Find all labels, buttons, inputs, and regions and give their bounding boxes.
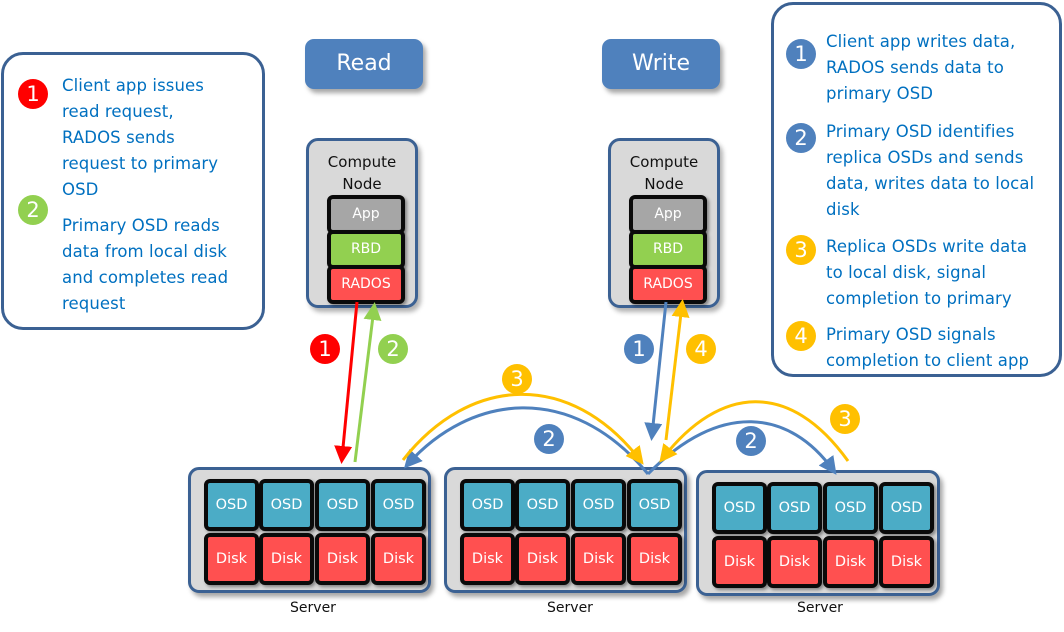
compute-node-write: Compute Node App RBD RADOS (608, 138, 720, 308)
disk: Disk (627, 533, 682, 585)
read-step-1-text: Client app issues read request, RADOS se… (62, 73, 218, 203)
osd: OSD (571, 479, 626, 531)
read-legend: 1 Client app issues read request, RADOS … (1, 52, 265, 330)
write-step-3-text: Replica OSDs write data to local disk, s… (826, 234, 1027, 312)
text-line: Client app writes data, (826, 32, 1016, 51)
write-legend: 1 Client app writes data, RADOS sends da… (771, 2, 1062, 377)
replicate-left-arrow (403, 406, 650, 475)
text-line: data from local disk (62, 242, 227, 261)
text-line: Node (342, 175, 382, 193)
disk: Disk (204, 533, 259, 585)
text-line: RADOS sends data to (826, 58, 1004, 77)
text-line: Primary OSD reads (62, 216, 220, 235)
disk: Disk (315, 533, 370, 585)
write-header: Write (602, 39, 720, 89)
text-line: read request, (62, 102, 174, 121)
rbd-layer: RBD (327, 230, 405, 269)
osd: OSD (315, 479, 370, 531)
text-line: data, writes data to local (826, 174, 1035, 193)
osd: OSD (259, 479, 314, 531)
text-line: OSD (62, 180, 99, 199)
text-line: RADOS sends (62, 128, 175, 147)
text-line: Compute (629, 153, 699, 171)
write-step-4-text: Primary OSD signals completion to client… (826, 322, 1029, 374)
replica-ack-left-arrow (401, 392, 644, 465)
text-line: Primary OSD signals (826, 325, 996, 344)
flow-badge-write-3-left: 3 (502, 364, 532, 394)
compute-node-title: Compute Node (611, 151, 717, 195)
text-line: completion to client app (826, 351, 1030, 370)
step-badge-write-2: 2 (786, 123, 816, 153)
osd: OSD (712, 482, 767, 534)
flow-badge-write-1: 1 (624, 334, 654, 364)
write-request-arrow (644, 301, 668, 441)
read-step-2-text: Primary OSD reads data from local disk a… (62, 213, 228, 317)
disk: Disk (767, 536, 822, 588)
compute-node-title: Compute Node (309, 151, 415, 195)
disk: Disk (712, 536, 767, 588)
text-line: completion to primary (826, 289, 1012, 308)
text-line: Compute (327, 153, 397, 171)
server-1: OSD OSD OSD OSD Disk Disk Disk Disk (188, 467, 431, 593)
step-badge-write-1: 1 (786, 39, 816, 69)
flow-badge-write-2-right: 2 (736, 426, 766, 456)
disk: Disk (571, 533, 626, 585)
text-line: replica OSDs and sends (826, 148, 1024, 167)
rados-layer: RADOS (327, 265, 405, 304)
step-badge-write-3: 3 (786, 235, 816, 265)
text-line: Primary OSD identifies (826, 122, 1015, 141)
flow-badge-write-2-left: 2 (534, 424, 564, 454)
osd: OSD (627, 479, 682, 531)
flow-badge-write-3-right: 3 (830, 404, 860, 434)
app-layer: App (629, 195, 707, 234)
read-response-arrow (353, 302, 382, 463)
text-line: request (62, 294, 126, 313)
step-badge-read-1: 1 (18, 79, 48, 109)
disk: Disk (259, 533, 314, 585)
read-request-arrow (334, 301, 359, 464)
step-badge-write-4: 4 (786, 321, 816, 351)
read-header: Read (305, 39, 423, 89)
osd: OSD (767, 482, 822, 534)
disk: Disk (515, 533, 570, 585)
replica-ack-right-arrow (659, 400, 850, 463)
osd: OSD (515, 479, 570, 531)
disk: Disk (879, 536, 934, 588)
server-label: Server (797, 600, 843, 616)
osd: OSD (879, 482, 934, 534)
server-3: OSD OSD OSD OSD Disk Disk Disk Disk (696, 470, 940, 596)
server-label: Server (547, 600, 593, 616)
write-ack-arrow (664, 299, 690, 441)
flow-badge-write-4: 4 (686, 334, 716, 364)
disk: Disk (460, 533, 515, 585)
text-line: Replica OSDs write data (826, 237, 1028, 256)
text-line: request to primary (62, 154, 219, 173)
osd: OSD (460, 479, 515, 531)
osd: OSD (204, 479, 259, 531)
write-step-1-text: Client app writes data, RADOS sends data… (826, 29, 1015, 107)
disk: Disk (823, 536, 878, 588)
osd: OSD (823, 482, 878, 534)
osd: OSD (371, 479, 426, 531)
step-badge-read-2: 2 (18, 195, 48, 225)
disk: Disk (371, 533, 426, 585)
text-line: Node (644, 175, 684, 193)
flow-badge-read-2: 2 (378, 334, 408, 364)
compute-node-read: Compute Node App RBD RADOS (306, 138, 418, 308)
text-line: disk (826, 200, 860, 219)
text-line: and completes read (62, 268, 229, 287)
server-label: Server (290, 600, 336, 616)
rados-layer: RADOS (629, 265, 707, 304)
text-line: primary OSD (826, 84, 934, 103)
server-2: OSD OSD OSD OSD Disk Disk Disk Disk (444, 467, 687, 593)
write-step-2-text: Primary OSD identifies replica OSDs and … (826, 119, 1034, 223)
flow-badge-read-1: 1 (310, 334, 340, 364)
text-line: Client app issues (62, 76, 204, 95)
text-line: to local disk, signal (826, 263, 987, 282)
